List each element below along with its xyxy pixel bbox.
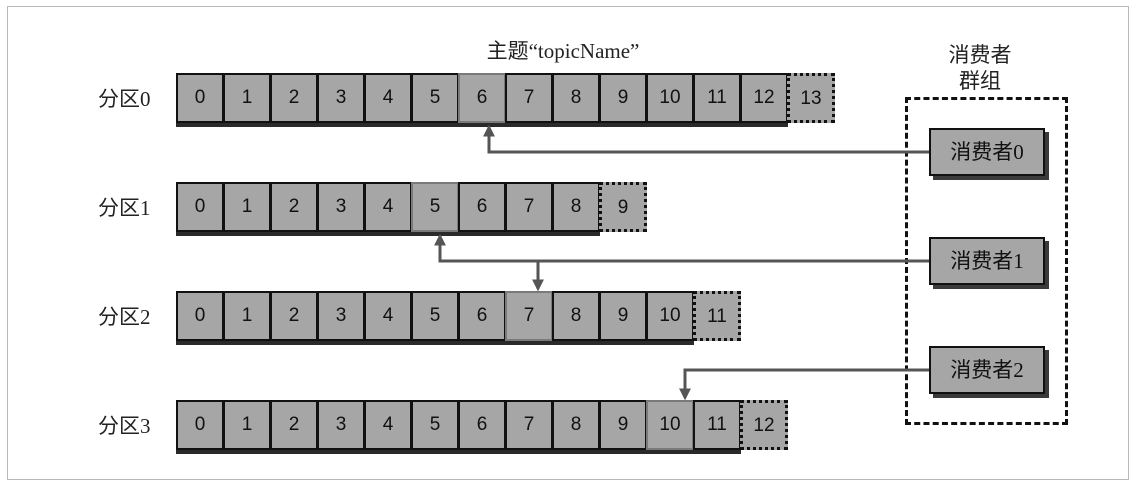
offset-cell: 10 [646,73,694,123]
offset-cell: 1 [223,182,271,232]
consumer-group-label-line2: 群组 [959,69,1001,93]
consumer-2-arrow [679,368,929,401]
offset-cell: 9 [599,182,647,232]
offset-cell: 9 [599,291,647,341]
offset-cell: 4 [364,400,412,450]
offset-cell: 8 [552,291,600,341]
consumer-group-label: 消费者 群组 [930,42,1030,94]
offset-cell: 4 [364,73,412,123]
offset-cell: 10 [646,400,694,450]
consumer-1-arrow-partition-1 [434,233,929,263]
offset-cell: 8 [552,400,600,450]
consumer-1: 消费者1 [929,237,1045,285]
consumer-2: 消费者2 [929,346,1045,394]
diagram-frame [7,6,1129,480]
offset-cell: 9 [599,73,647,123]
offset-cell: 2 [270,291,318,341]
topic-title: 主题“topicName” [486,39,640,63]
partition-label-3: 分区3 [98,414,151,438]
offset-cell: 13 [787,73,835,123]
offset-cell: 7 [505,291,553,341]
partition-label-1: 分区1 [98,196,151,220]
partition-label-0: 分区0 [98,87,151,111]
offset-cell: 1 [223,400,271,450]
partition-label-2: 分区2 [98,305,151,329]
offset-cell: 4 [364,291,412,341]
consumer-0-arrow [483,124,929,154]
offset-cell: 12 [740,73,788,123]
offset-cell: 0 [176,291,224,341]
offset-cell: 2 [270,73,318,123]
offset-cell: 5 [411,400,459,450]
consumer-0: 消费者0 [929,128,1045,176]
offset-cell: 12 [740,400,788,450]
consumer-group-label-line1: 消费者 [948,43,1012,67]
offset-cell: 6 [458,291,506,341]
offset-cell: 11 [693,291,741,341]
offset-cell: 0 [176,73,224,123]
offset-cell: 1 [223,291,271,341]
offset-cell: 11 [693,73,741,123]
offset-cell: 8 [552,182,600,232]
offset-cell: 7 [505,400,553,450]
